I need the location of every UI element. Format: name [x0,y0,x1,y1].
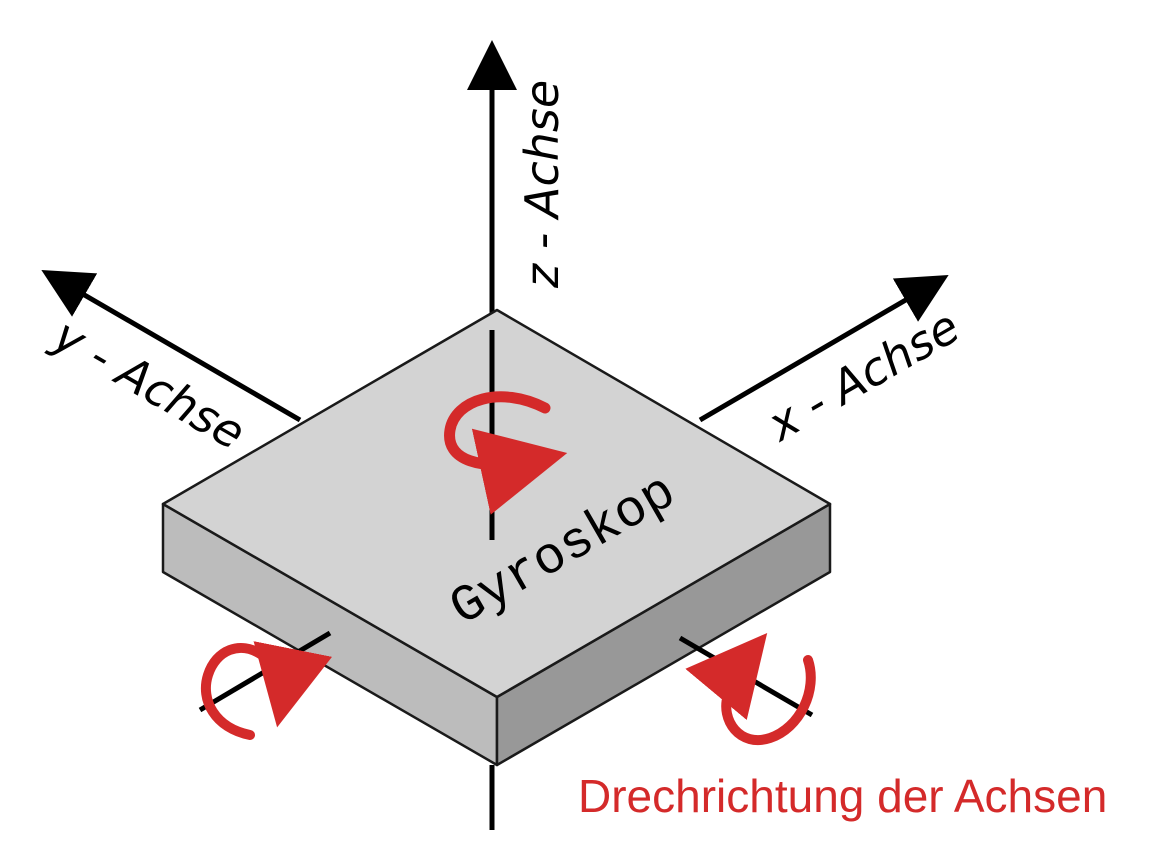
z-axis-label: z - Achse [515,80,569,289]
x-axis-front-stub [198,630,332,713]
y-axis-line [41,269,302,423]
y-rotation-arrow [685,632,816,745]
x-axis-line [698,274,949,423]
y-axis-front-stub [678,635,814,718]
x-axis-label: x - Achse [757,299,969,452]
chip-top-face [161,308,832,699]
rotation-legend: Drechrichtung der Achsen [578,770,1107,822]
z-rotation-arrow [444,391,568,515]
x-rotation-arrow [200,641,332,740]
